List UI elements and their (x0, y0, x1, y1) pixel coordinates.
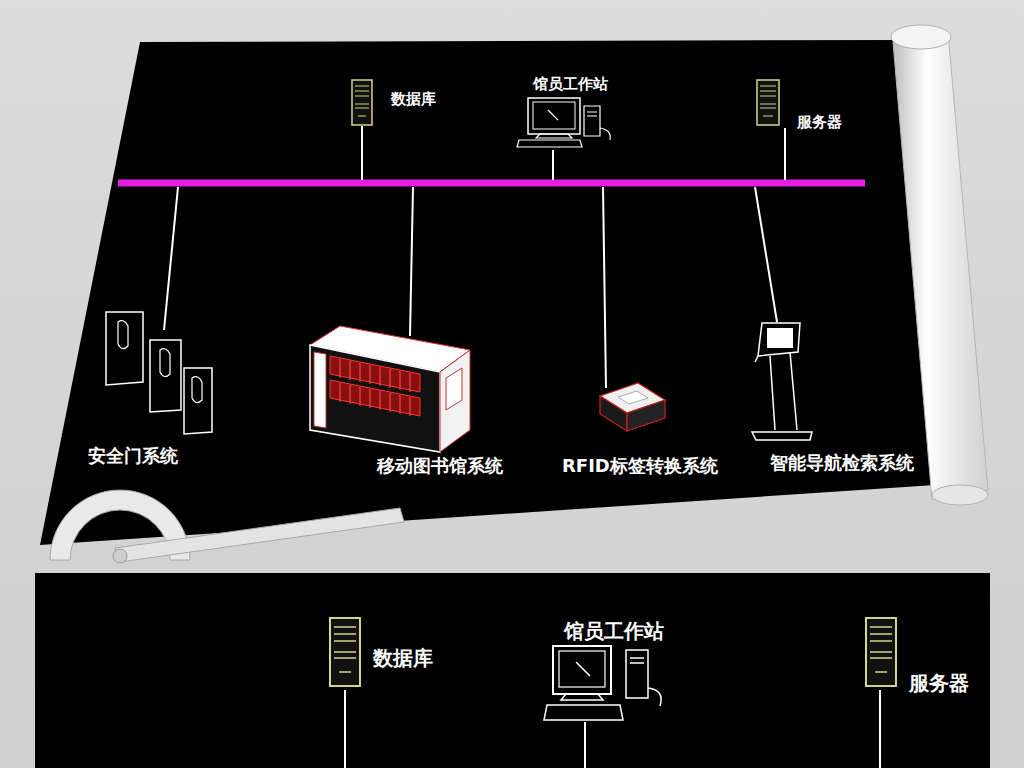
security-gate-icon (106, 312, 212, 434)
rfid-converter-icon (618, 391, 648, 404)
system-label-box: 数据库 (370, 645, 436, 671)
workstation-icon (553, 646, 611, 694)
system-label-box: 智能导航检索系统 (767, 451, 917, 475)
connection-line (164, 126, 785, 388)
system-label: 馆员工作站 (533, 75, 608, 93)
mobile-library-icon (310, 345, 440, 452)
protractor-tool (115, 508, 404, 562)
system-label: 服务器 (909, 671, 969, 695)
server-icon (352, 80, 372, 125)
system-label-box: 馆员工作站 (530, 74, 611, 94)
system-label-box: RFID标签转换系统 (559, 454, 721, 478)
workstation-icon (517, 98, 610, 147)
kiosk-icon (758, 323, 800, 356)
network-bus (118, 180, 865, 187)
mobile-library-icon (310, 326, 470, 452)
protractor-tool (50, 490, 404, 563)
system-label-box: 数据库 (388, 89, 439, 109)
system-label: RFID标签转换系统 (562, 455, 718, 476)
server-icon (330, 618, 360, 686)
mobile-library-icon (340, 359, 410, 416)
server-icon (757, 80, 779, 125)
mobile-library-icon (330, 356, 420, 416)
server-icon (352, 80, 372, 125)
server-icon (757, 80, 779, 125)
system-label: 数据库 (391, 90, 436, 108)
workstation-icon (544, 646, 661, 720)
system-label: 智能导航检索系统 (770, 452, 914, 473)
system-label: 馆员工作站 (564, 619, 664, 643)
system-label: 数据库 (373, 646, 433, 670)
kiosk-icon (767, 328, 793, 348)
server-icon (760, 86, 776, 116)
system-label-box: 服务器 (906, 670, 972, 696)
system-label: 服务器 (797, 113, 842, 131)
drawing-sheet (40, 40, 935, 545)
paper-roll-end (932, 485, 988, 505)
paper-roll (893, 32, 988, 500)
connection-line (345, 690, 880, 768)
system-label-box: 安全门系统 (85, 444, 181, 468)
security-gate-icon (106, 312, 212, 434)
server-icon (870, 627, 892, 672)
drawing-panel (35, 573, 990, 768)
kiosk-icon (752, 323, 812, 440)
server-icon (866, 618, 896, 686)
system-label-box: 服务器 (794, 112, 845, 132)
kiosk-icon (752, 352, 812, 440)
mobile-library-icon (314, 352, 462, 428)
server-icon (866, 618, 896, 686)
protractor-tool (113, 549, 127, 563)
workstation-icon (544, 650, 661, 720)
rfid-converter-icon (600, 383, 665, 431)
security-gate-icon (118, 321, 202, 403)
server-icon (330, 618, 360, 686)
server-icon (334, 627, 356, 672)
system-label-box: 馆员工作站 (561, 618, 667, 644)
system-label: 安全门系统 (88, 445, 178, 466)
rfid-converter-icon (600, 396, 627, 431)
paper-roll-end (891, 25, 951, 49)
system-label-box: 移动图书馆系统 (374, 454, 506, 478)
rfid-converter-icon (627, 400, 665, 431)
workstation-icon (517, 106, 610, 147)
system-label: 移动图书馆系统 (377, 455, 503, 476)
server-icon (355, 86, 369, 116)
